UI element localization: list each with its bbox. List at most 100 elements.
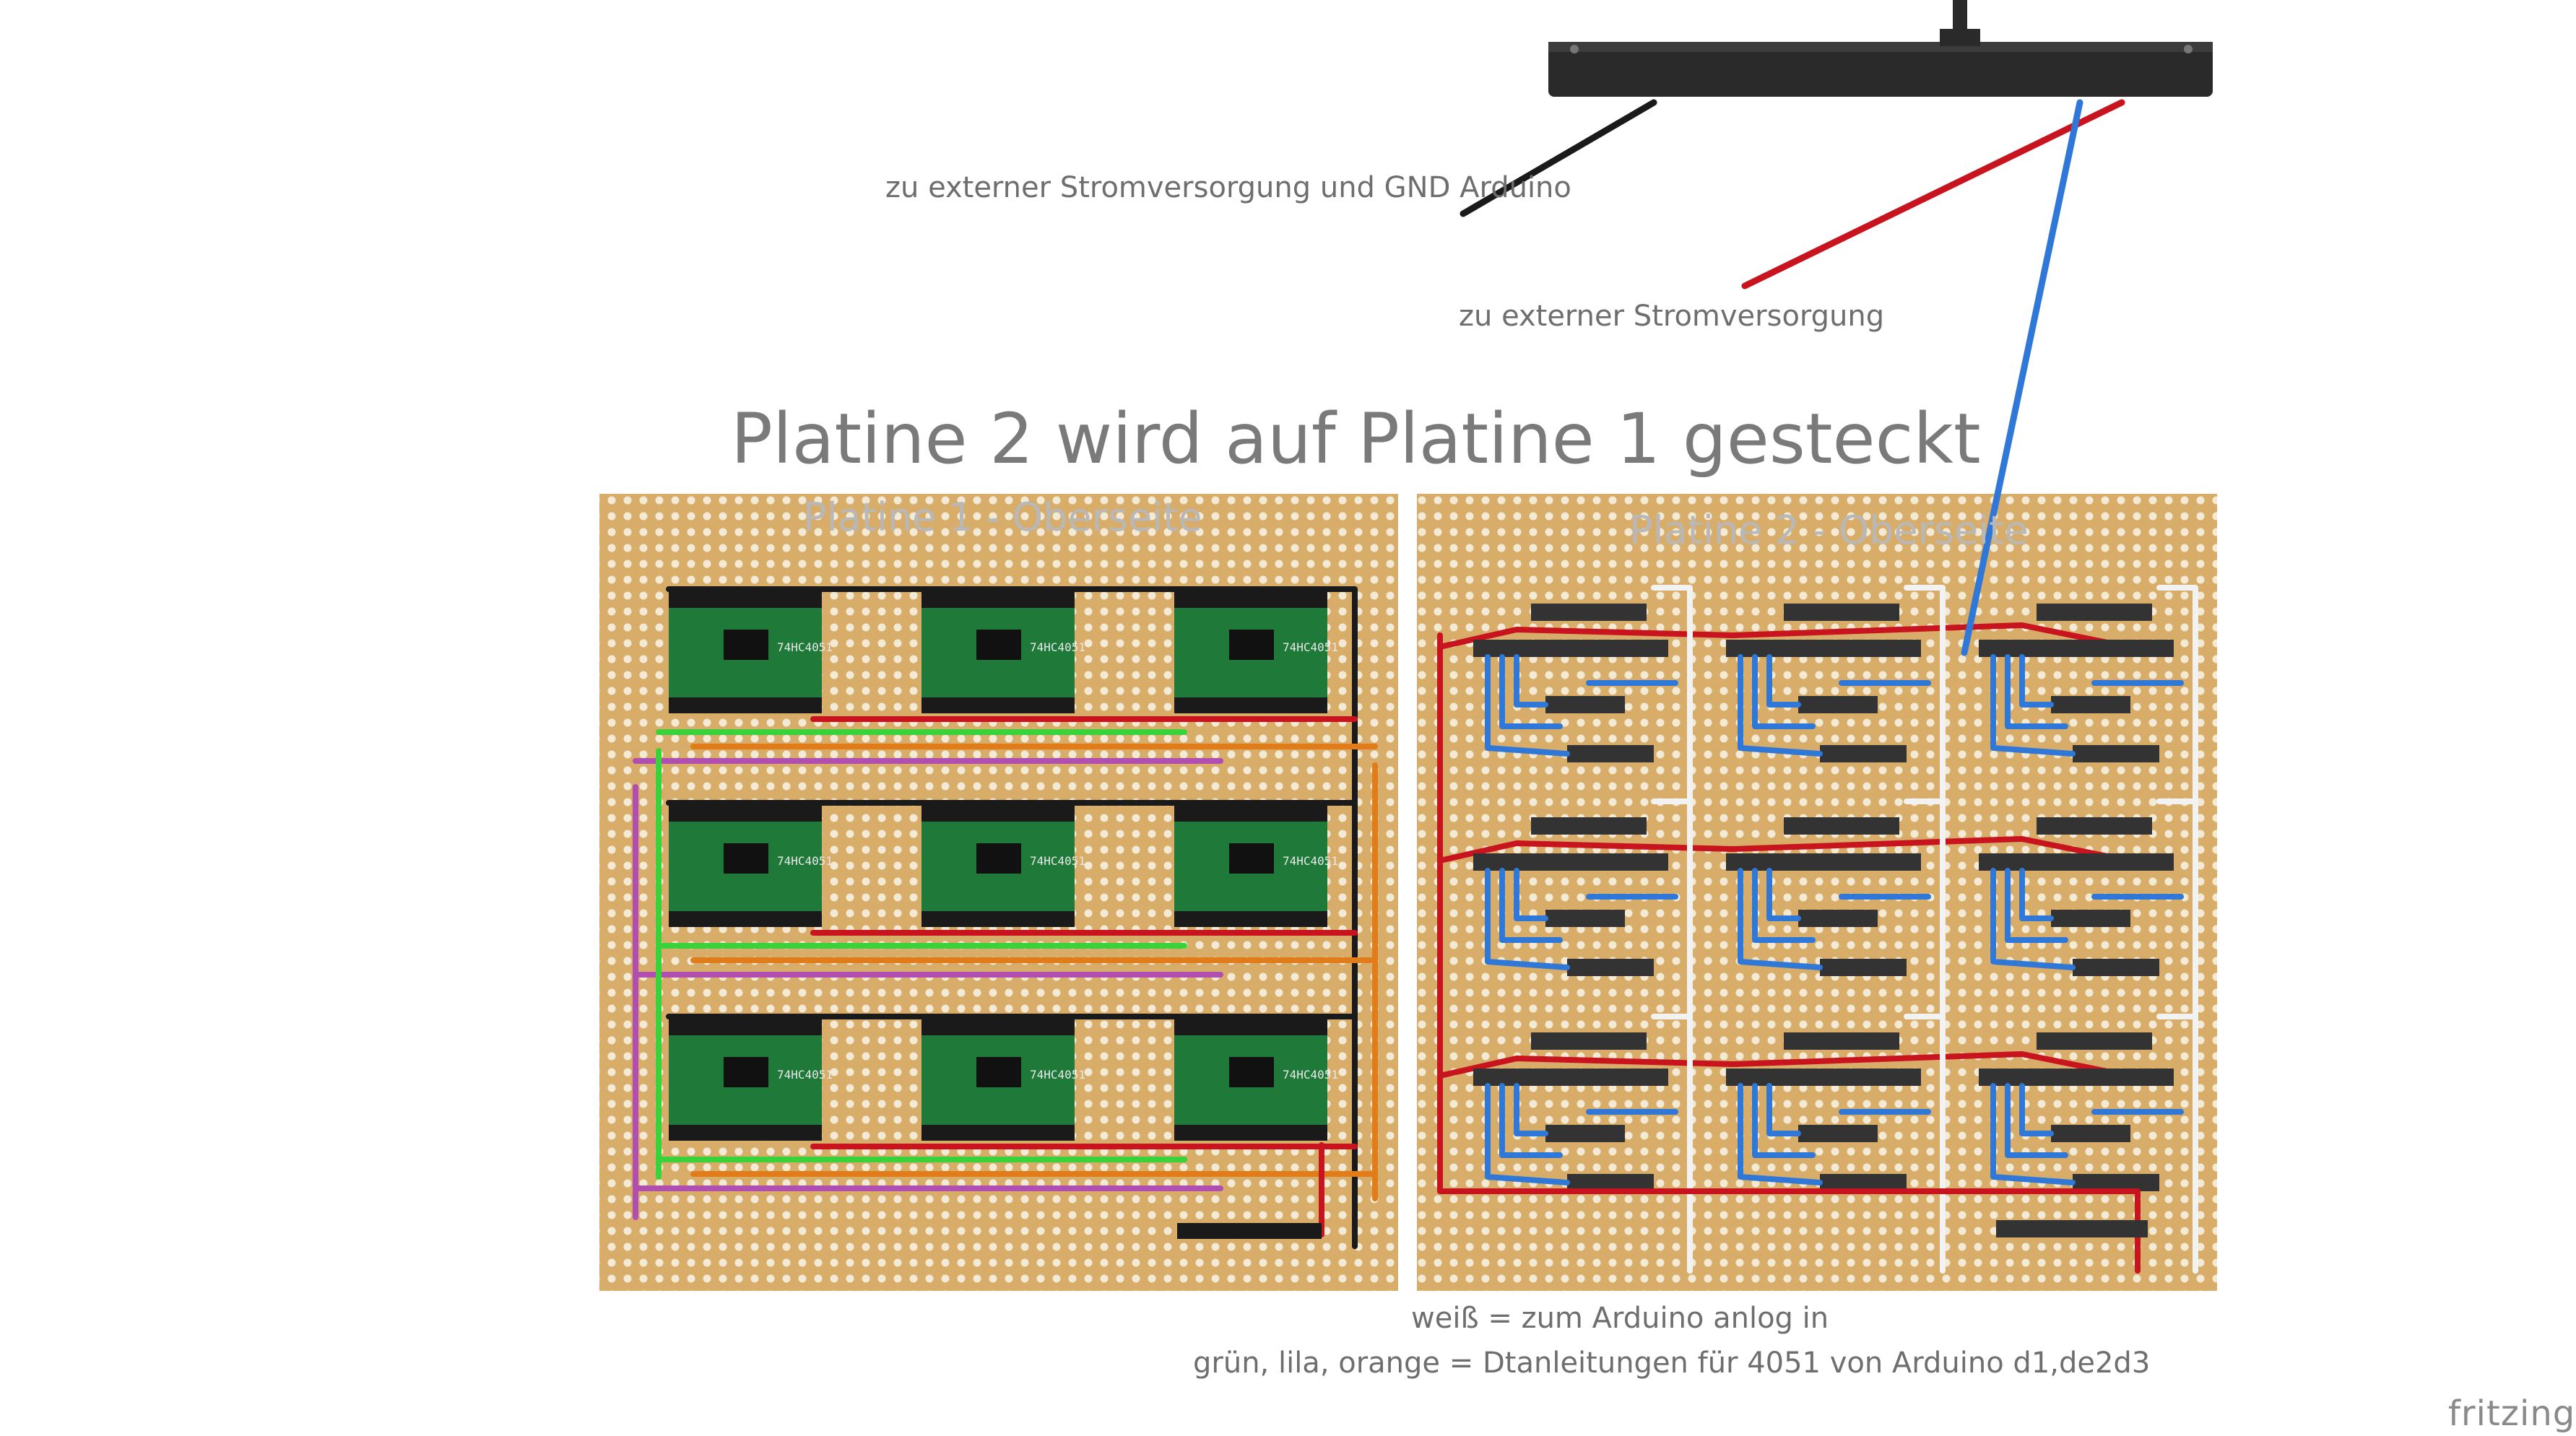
board-1-title: Platine 1 - Oberseite: [803, 495, 1202, 540]
pin-header-top: [1531, 817, 1647, 835]
wire-blue: [1514, 654, 1548, 708]
ic-chip: [976, 1057, 1021, 1087]
pin-header-top: [2037, 817, 2152, 835]
arduino-header: [1177, 1223, 1322, 1239]
wire-blue: [2019, 654, 2054, 708]
header-bottom: [669, 1125, 822, 1141]
pin-header-bottom: [1567, 745, 1654, 762]
header-top: [921, 806, 1075, 822]
chip-label: 74HC4051: [1030, 640, 1085, 654]
header-bottom: [1174, 1125, 1327, 1141]
chip-label: 74HC4051: [777, 640, 833, 654]
header-top: [921, 1019, 1075, 1035]
mux-module: 74HC4051: [669, 592, 833, 713]
output-header: [1996, 1220, 2148, 1237]
pin-header-mid: [1473, 853, 1668, 871]
pin-header-mid: [1473, 1069, 1668, 1086]
chip-label: 74HC4051: [777, 1068, 833, 1082]
header-bottom: [1174, 911, 1327, 927]
main-title: Platine 2 wird auf Platine 1 gesteckt: [731, 399, 1981, 479]
wire-blue: [1766, 1083, 1801, 1136]
wire-blue: [1738, 1083, 1823, 1185]
pin-header-top: [1531, 604, 1647, 621]
wire-blue: [2005, 654, 2068, 729]
wire-blue: [2019, 868, 2054, 921]
wire-red-arc: [1437, 622, 2117, 650]
mux-module: 74HC4051: [921, 806, 1085, 927]
chip-label: 74HC4051: [1283, 854, 1338, 868]
pin-header-low: [1798, 1125, 1878, 1142]
header-bottom: [921, 697, 1075, 713]
header-block: [1979, 1014, 2198, 1274]
header-bottom: [669, 911, 822, 927]
mux-module: 74HC4051: [1174, 592, 1338, 713]
power-wire-note: zu externer Stromversorgung: [1459, 300, 1885, 333]
wire-blue: [1738, 868, 1823, 970]
wire-blue: [1766, 868, 1801, 921]
pin-header-top: [1531, 1032, 1647, 1050]
external-wires: [1460, 99, 2125, 656]
header-top: [1174, 806, 1327, 822]
slide-potentiometer: [1548, 0, 2213, 97]
header-bottom: [921, 1125, 1075, 1141]
board-2: [1417, 494, 2217, 1291]
wire-blue: [1990, 654, 2076, 757]
wire-blue: [1514, 1083, 1548, 1136]
chip-label: 74HC4051: [1283, 640, 1338, 654]
ic-chip: [724, 843, 768, 874]
wire-blue: [1499, 654, 1563, 729]
pin-header-top: [1784, 817, 1899, 835]
header-block: [1726, 1014, 1946, 1274]
wire-blue: [1485, 1083, 1570, 1185]
ic-chip: [1229, 1057, 1274, 1087]
pin-header-top: [2037, 1032, 2152, 1050]
board-2-title: Platine 2 - Oberseite: [1629, 508, 2029, 553]
pin-header-low: [2051, 1125, 2130, 1142]
pin-header-mid: [1979, 853, 2174, 871]
pin-header-mid: [1979, 640, 2174, 657]
wire-white: [1904, 1014, 1946, 1274]
chip-label: 74HC4051: [1030, 854, 1085, 868]
ic-chip: [1229, 630, 1274, 660]
ground-wire-note: zu externer Stromversorgung und GND Ardu…: [885, 171, 1571, 204]
pin-header-low: [1545, 910, 1625, 927]
wire-white: [1651, 1014, 1693, 1274]
header-bottom: [669, 697, 822, 713]
pin-header-bottom: [1820, 959, 1907, 976]
wire-blue: [1499, 1083, 1563, 1158]
mux-module: 74HC4051: [921, 592, 1085, 713]
wire-blue: [1752, 868, 1816, 943]
wire-red-arc: [1437, 836, 2117, 863]
pin-header-low: [1798, 910, 1878, 927]
mux-module: 74HC4051: [669, 1019, 833, 1141]
chip-label: 74HC4051: [1030, 1068, 1085, 1082]
wire-blue: [2005, 1083, 2068, 1158]
mux-module: 74HC4051: [1174, 806, 1338, 927]
wire-blue: [1485, 654, 1570, 757]
pin-header-bottom: [1567, 959, 1654, 976]
ic-chip: [1229, 843, 1274, 874]
wire-blue: [1499, 868, 1563, 943]
header-top: [921, 592, 1075, 608]
chip-label: 74HC4051: [1283, 1068, 1338, 1082]
wire-blue: [1514, 868, 1548, 921]
pin-header-low: [1798, 696, 1878, 713]
pin-header-top: [2037, 604, 2152, 621]
wire-white: [2156, 1014, 2198, 1274]
legend-data-wires: grün, lila, orange = Dtanleitungen für 4…: [1193, 1346, 2151, 1380]
wire-blue: [1990, 868, 2076, 970]
pin-header-low: [1545, 1125, 1625, 1142]
header-top: [1174, 592, 1327, 608]
header-bottom: [921, 911, 1075, 927]
pin-header-bottom: [2073, 959, 2159, 976]
wire-blue: [1485, 868, 1570, 970]
wire-blue: [1990, 1083, 2076, 1185]
wire-blue: [1738, 654, 1823, 757]
header-block: [1726, 585, 1946, 1274]
pin-header-bottom: [1820, 745, 1907, 762]
pin-header-mid: [1726, 1069, 1921, 1086]
pin-header-mid: [1979, 1069, 2174, 1086]
ic-chip: [724, 1057, 768, 1087]
wire-blue: [2019, 1083, 2054, 1136]
